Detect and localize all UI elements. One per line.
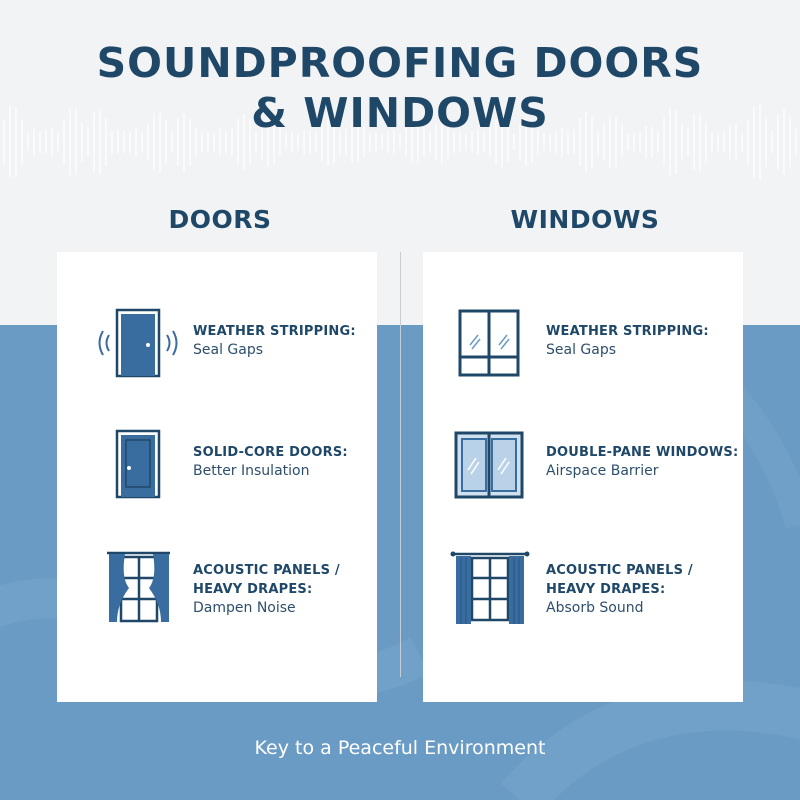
- double-pane-window-icon: [454, 431, 524, 499]
- footer-tagline: Key to a Peaceful Environment: [254, 737, 546, 759]
- window-frame-icon: [458, 309, 520, 377]
- item-label: WEATHER STRIPPING:: [546, 324, 709, 339]
- item-label: SOLID-CORE DOORS:: [193, 445, 348, 460]
- item-description: Seal Gaps: [546, 342, 617, 358]
- draped-window-icon: [450, 551, 530, 624]
- item-label: ACOUSTIC PANELS / HEAVY DRAPES:: [193, 563, 340, 597]
- item-description: Airspace Barrier: [546, 463, 659, 479]
- title-line-2: & WINDOWS: [251, 89, 549, 137]
- doors-heading: DOORS: [168, 205, 272, 234]
- sound-wave-decoration: [3, 104, 797, 180]
- item-description: Seal Gaps: [193, 342, 264, 358]
- curtained-window-icon: [107, 551, 170, 623]
- column-divider: [400, 252, 401, 677]
- item-description: Better Insulation: [193, 463, 310, 479]
- door-sound-waves-icon: [98, 308, 178, 378]
- item-label: WEATHER STRIPPING:: [193, 324, 356, 339]
- solid-door-icon: [115, 429, 161, 499]
- item-description: Absorb Sound: [546, 600, 644, 616]
- item-description: Dampen Noise: [193, 600, 296, 616]
- page-title: SOUNDPROOFING DOORS & WINDOWS: [0, 38, 800, 138]
- windows-heading: WINDOWS: [510, 205, 660, 234]
- doors-panel: [57, 252, 377, 702]
- title-line-1: SOUNDPROOFING DOORS: [96, 39, 704, 87]
- item-label: ACOUSTIC PANELS / HEAVY DRAPES:: [546, 563, 693, 597]
- item-label: DOUBLE-PANE WINDOWS:: [546, 445, 739, 460]
